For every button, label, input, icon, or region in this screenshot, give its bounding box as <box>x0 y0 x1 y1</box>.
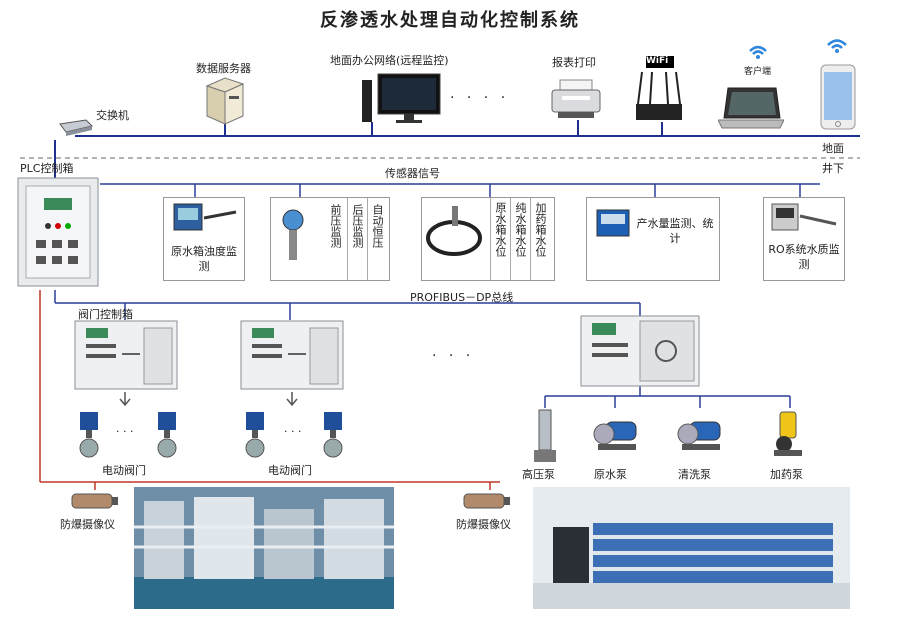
pressure-sensor-box: 前压监测 后压监测 自动恒压 <box>270 197 390 281</box>
camera-icon-2 <box>462 490 512 512</box>
network-ellipsis: · · · · <box>450 90 510 106</box>
flow-sensor-box: 产水量监测、统计 <box>586 197 720 281</box>
valve-label-1: 电动阀门 <box>102 464 146 477</box>
camera-label-2: 防爆摄像仪 <box>456 518 511 531</box>
phone-icon <box>820 64 856 130</box>
level-label-2: 纯水箱水位 <box>514 202 527 257</box>
printer-icon <box>550 78 602 120</box>
valve-dots-2: · · · <box>284 425 302 438</box>
turbidity-sensor-box: 原水箱浊度监测 <box>163 197 245 281</box>
office-network-label: 地面办公网络(远程监控) <box>330 54 449 67</box>
camera-icon-1 <box>70 490 120 512</box>
monitor-icon <box>362 72 442 124</box>
pump-label-1: 高压泵 <box>522 468 555 481</box>
high-pressure-pump-icon <box>530 408 560 464</box>
raw-water-pump-icon <box>592 414 640 454</box>
pump-label-4: 加药泵 <box>770 468 803 481</box>
flow-label: 产水量监测、统计 <box>636 217 714 245</box>
wifi-router-icon <box>634 54 684 124</box>
ro-label: RO系统水质监测 <box>768 243 840 271</box>
valve-control-box-2 <box>240 320 344 390</box>
valve-label-2: 电动阀门 <box>268 464 312 477</box>
dosing-pump-icon <box>770 410 806 458</box>
ro-sensor-box: RO系统水质监测 <box>763 197 845 281</box>
server-label: 数据服务器 <box>196 62 251 75</box>
electric-valve-icon-4 <box>316 410 350 460</box>
diagram-title: 反渗透水处理自动化控制系统 <box>320 10 580 31</box>
client-label: 客户端 <box>744 67 772 77</box>
bus-ellipsis: · · · <box>432 348 475 364</box>
cleaning-pump-icon <box>676 414 724 454</box>
wifi-label: WiFi <box>646 56 669 66</box>
underground-label: 井下 <box>822 162 844 175</box>
profibus-label: PROFIBUS－DP总线 <box>410 291 514 304</box>
pressure-label-1: 前压监测 <box>329 204 342 248</box>
pump-label-2: 原水泵 <box>594 468 627 481</box>
wifi-icon <box>748 42 768 62</box>
pressure-label-2: 后压监测 <box>351 204 364 248</box>
laptop-icon <box>718 86 784 130</box>
electric-valve-icon-2 <box>150 410 184 460</box>
ro-plant-photo-1 <box>134 487 394 609</box>
electric-valve-icon-3 <box>238 410 272 460</box>
electric-valve-icon-1 <box>72 410 106 460</box>
level-label-3: 加药箱水位 <box>534 202 547 257</box>
plc-label: PLC控制箱 <box>20 162 74 175</box>
valve-box-label: 阀门控制箱 <box>78 308 133 321</box>
switch-icon <box>58 118 94 136</box>
valve-dots-1: · · · <box>116 425 134 438</box>
ro-plant-photo-2 <box>533 487 850 609</box>
turbidity-label: 原水箱浊度监测 <box>171 245 237 273</box>
server-icon <box>203 76 247 126</box>
level-sensor-box: 原水箱水位 纯水箱水位 加药箱水位 <box>421 197 555 281</box>
wifi-icon-2 <box>826 36 848 56</box>
valve-control-box-1 <box>74 320 178 390</box>
surface-label: 地面 <box>822 142 844 155</box>
pump-control-box <box>580 315 700 387</box>
pressure-label-3: 自动恒压 <box>371 204 384 248</box>
level-label-1: 原水箱水位 <box>494 202 507 257</box>
printer-label: 报表打印 <box>552 56 596 69</box>
switch-label: 交换机 <box>96 109 129 122</box>
sensor-signal-label: 传感器信号 <box>385 167 440 180</box>
plc-cabinet-icon <box>16 176 100 288</box>
camera-label-1: 防爆摄像仪 <box>60 518 115 531</box>
pump-label-3: 清洗泵 <box>678 468 711 481</box>
